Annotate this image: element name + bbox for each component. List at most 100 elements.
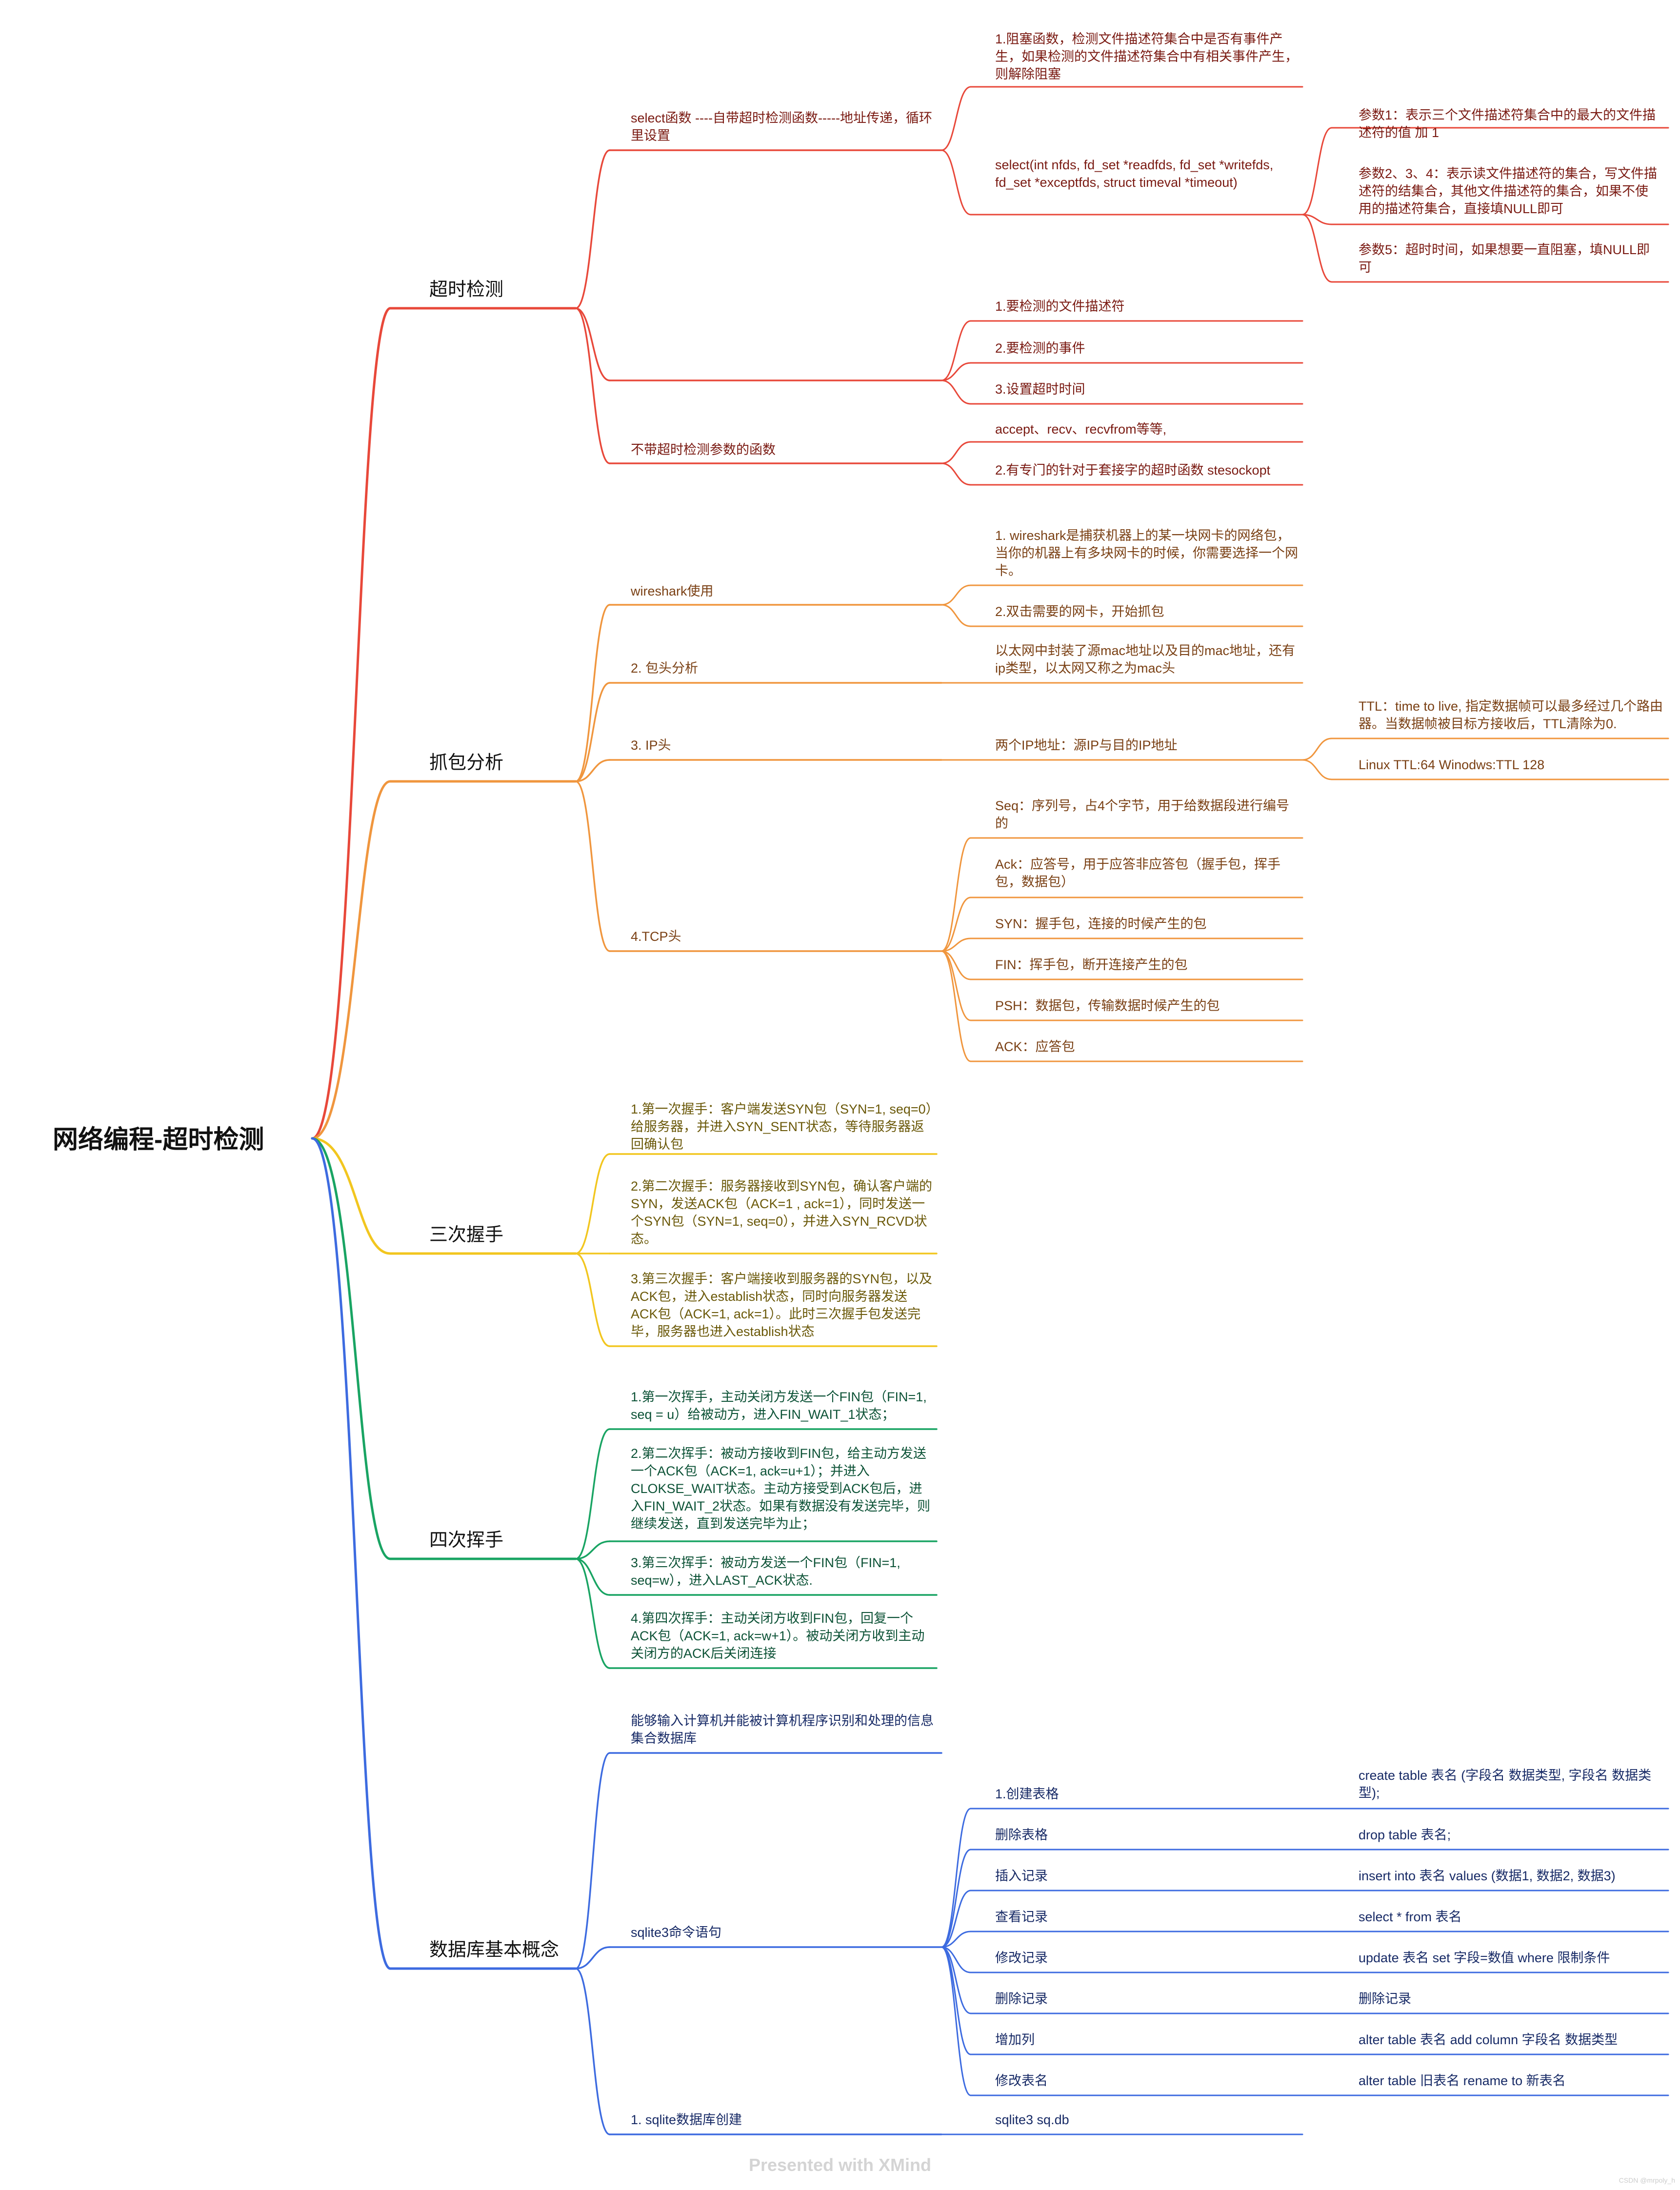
node-wireshark[interactable]: wireshark使用 (631, 584, 714, 598)
node-ack[interactable]: ACK：应答包 (995, 1039, 1075, 1054)
node-param-5[interactable]: 参数5：超时时间，如果想要一直阻塞，填NULL即可 (1359, 242, 1650, 275)
node-tcp-header[interactable]: 4.TCP头 (631, 929, 681, 944)
root-branch (311, 1137, 392, 1255)
node-wave-4[interactable]: 4.第四次挥手：主动关闭方收到FIN包，回复一个ACK包（ACK=1, ack=… (631, 1611, 925, 1661)
branch-curve (575, 780, 611, 952)
topic-four-way-wave[interactable]: 四次挥手 (429, 1530, 504, 1551)
node-select[interactable]: 查看记录 (995, 1910, 1048, 1924)
branch-curve (940, 604, 972, 627)
node-wireshark-step-2[interactable]: 2.双击需要的网卡，开始抓包 (995, 604, 1164, 619)
branch-curve (940, 1849, 972, 1948)
root-branch (311, 1137, 392, 1970)
node-sqlite-commands[interactable]: sqlite3命令语句 (631, 1925, 722, 1940)
branch-curve (575, 1968, 611, 2135)
branch-curve (575, 604, 611, 782)
node-create-table-sql[interactable]: create table 表名 (字段名 数据类型, 字段名 数据类型); (1359, 1768, 1652, 1800)
node-wave-2[interactable]: 2.第二次挥手：被动方接收到FIN包，给主动方发送一个ACK包（ACK=1, a… (631, 1446, 931, 1531)
root-topic[interactable]: 网络编程-超时检测 (53, 1126, 264, 1154)
node-psh[interactable]: PSH：数据包，传输数据时候产生的包 (995, 998, 1220, 1013)
node-step-2[interactable]: 2.要检测的事件 (995, 341, 1085, 356)
node-ip-addresses[interactable]: 两个IP地址：源IP与目的IP地址 (995, 738, 1178, 753)
node-handshake-1[interactable]: 1.第一次握手：客户端发送SYN包（SYN=1, seq=0）给服务器，并进入S… (631, 1102, 933, 1152)
branch-curve (1301, 759, 1333, 780)
node-blocking-function[interactable]: 1.阻塞函数，检测文件描述符集合中是否有事件产生，如果检测的文件描述符集合中有相… (995, 32, 1298, 81)
branch-curve (575, 1540, 611, 1560)
branch-curve (940, 1946, 972, 2055)
node-create-database-cmd[interactable]: sqlite3 sq.db (995, 2112, 1069, 2127)
branch-curve (575, 1428, 611, 1560)
branch-curve (940, 149, 972, 216)
node-create-table[interactable]: 1.创建表格 (995, 1787, 1059, 1801)
node-wave-3[interactable]: 3.第三次挥手：被动方发送一个FIN包（FIN=1, seq=w），进入LAST… (631, 1555, 900, 1588)
node-insert-sql[interactable]: insert into 表名 values (数据1, 数据2, 数据3) (1359, 1869, 1616, 1883)
branch-curve (940, 1946, 972, 2096)
branch-curve (575, 307, 611, 464)
node-create-database[interactable]: 1. sqlite数据库创建 (631, 2112, 742, 2127)
branch-curve (940, 950, 972, 1021)
branch-curve (575, 759, 611, 782)
node-accept-recv[interactable]: accept、recv、recvfrom等等, (995, 422, 1167, 437)
node-handshake-2[interactable]: 2.第二次握手：服务器接收到SYN包，确认客户端的SYN，发送ACK包（ACK=… (631, 1179, 933, 1246)
branch-curve (575, 1752, 611, 1970)
node-insert[interactable]: 插入记录 (995, 1869, 1048, 1883)
node-seq[interactable]: Seq：序列号，占4个字节，用于给数据段进行编号的 (995, 798, 1290, 831)
node-drop-table-sql[interactable]: drop table 表名; (1359, 1828, 1451, 1842)
node-update-sql[interactable]: update 表名 set 字段=数值 where 限制条件 (1359, 1951, 1610, 1965)
node-ethernet-header[interactable]: 以太网中封装了源mac地址以及目的mac地址，还有ip类型，以太网又称之为mac… (995, 643, 1296, 676)
node-param-2-3-4[interactable]: 参数2、3、4：表示读文件描述符的集合，写文件描述符的结集合，其他文件描述符的集… (1359, 166, 1658, 216)
node-drop-table[interactable]: 删除表格 (995, 1828, 1048, 1842)
node-ack-number[interactable]: Ack：应答号，用于应答非应答包（握手包，挥手包，数据包） (995, 857, 1281, 889)
node-ttl-values[interactable]: Linux TTL:64 Winodws:TTL 128 (1359, 757, 1545, 772)
node-db-definition[interactable]: 能够输入计算机并能被计算机程序识别和处理的信息集合数据库 (631, 1713, 934, 1746)
branch-curve (940, 362, 972, 381)
branch-curve (940, 86, 972, 151)
node-handshake-3[interactable]: 3.第三次握手：客户端接收到服务器的SYN包，以及ACK包，进入establis… (631, 1272, 933, 1339)
node-step-1[interactable]: 1.要检测的文件描述符 (995, 299, 1125, 314)
node-wireshark-step-1[interactable]: 1. wireshark是捕获机器上的某一块网卡的网络包，当你的机器上有多块网卡… (995, 528, 1298, 578)
node-delete-sql[interactable]: 删除记录 (1359, 1991, 1411, 2006)
branch-curve (940, 1946, 972, 2014)
node-ttl[interactable]: TTL：time to live, 指定数据帧可以最多经过几个路由器。当数据帧被… (1359, 699, 1663, 731)
branch-curve (575, 307, 611, 381)
node-add-column[interactable]: 增加列 (995, 2032, 1035, 2047)
node-wave-1[interactable]: 1.第一次挥手，主动关闭方发送一个FIN包（FIN=1, seq = u）给被动… (631, 1390, 927, 1422)
branch-curve (940, 1808, 972, 1948)
topic-database-basics[interactable]: 数据库基本概念 (429, 1940, 560, 1960)
branch-curve (575, 682, 611, 782)
branch-curve (940, 379, 972, 405)
node-select-sql[interactable]: select * from 表名 (1359, 1910, 1462, 1924)
node-setsockopt[interactable]: 2.有专门的针对于套接字的超时函数 stesockopt (995, 463, 1271, 478)
node-delete[interactable]: 删除记录 (995, 1991, 1048, 2006)
node-rename-table-sql[interactable]: alter table 旧表名 rename to 新表名 (1359, 2073, 1566, 2088)
node-update[interactable]: 修改记录 (995, 1951, 1048, 1965)
branch-curve (1301, 214, 1333, 225)
node-ip-header[interactable]: 3. IP头 (631, 738, 671, 753)
node-fin[interactable]: FIN：挥手包，断开连接产生的包 (995, 957, 1188, 972)
node-add-column-sql[interactable]: alter table 表名 add column 字段名 数据类型 (1359, 2032, 1618, 2047)
branch-curve (1301, 737, 1333, 761)
watermark: CSDN @mrpoly_h (1619, 2176, 1675, 2184)
node-select-function[interactable]: select函数 ----自带超时检测函数-----地址传递，循环里设置 (631, 111, 932, 143)
node-rename-table[interactable]: 修改表名 (995, 2073, 1048, 2088)
branch-curve (575, 1153, 611, 1254)
node-syn[interactable]: SYN：握手包，连接的时候产生的包 (995, 916, 1207, 931)
topic-packet-capture[interactable]: 抓包分析 (429, 753, 504, 773)
branch-curve (940, 937, 972, 952)
branch-curve (575, 149, 611, 309)
branch-curve (940, 584, 972, 606)
topic-three-way-handshake[interactable]: 三次握手 (429, 1225, 504, 1245)
node-non-timeout-functions[interactable]: 不带超时检测参数的函数 (631, 442, 776, 457)
node-header-analysis[interactable]: 2. 包头分析 (631, 661, 699, 676)
branch-curve (575, 1558, 611, 1596)
branch-curve (940, 320, 972, 381)
branch-curve (940, 1890, 972, 1948)
node-select-signature[interactable]: select(int nfds, fd_set *readfds, fd_set… (995, 158, 1274, 190)
node-param-1[interactable]: 参数1：表示三个文件描述符集合中的最大的文件描述符的值 加 1 (1359, 108, 1656, 140)
branch-curve (940, 837, 972, 952)
node-step-3[interactable]: 3.设置超时时间 (995, 382, 1085, 397)
root-branch (311, 780, 392, 1140)
topic-timeout[interactable]: 超时检测 (429, 279, 504, 300)
branch-curve (940, 950, 972, 980)
